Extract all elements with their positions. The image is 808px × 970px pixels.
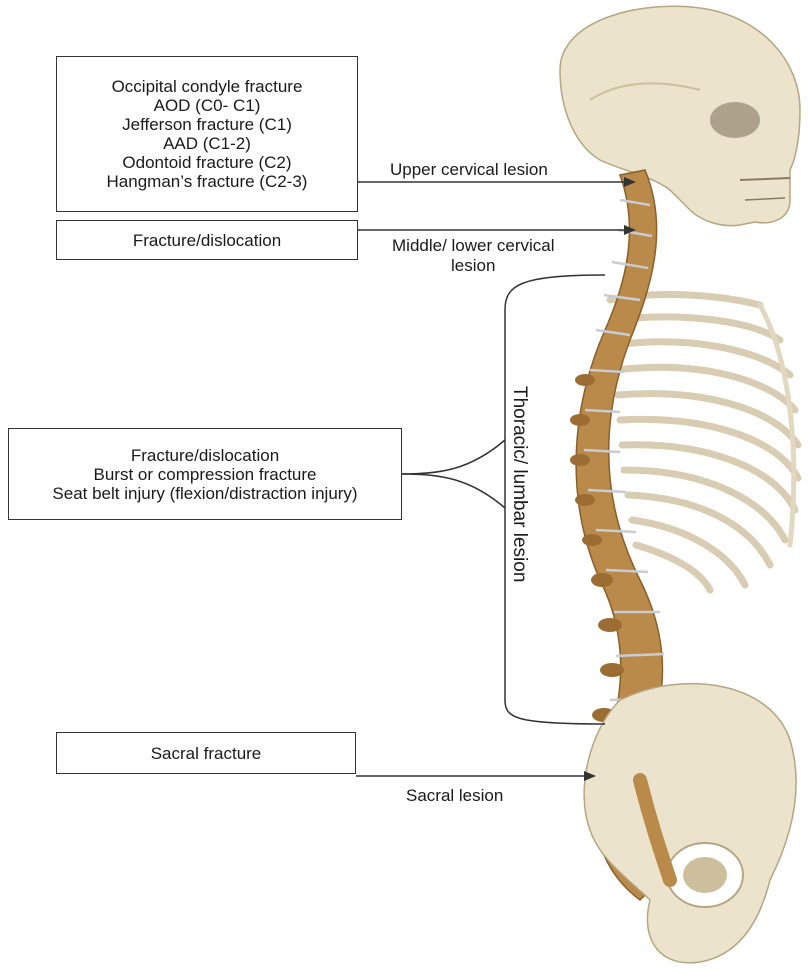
upper-cervical-fracture-box: Occipital condyle fracture AOD (C0- C1) … bbox=[56, 56, 358, 212]
thoracic-lumbar-lesion-label: Thoracic/ lumbar lesion bbox=[508, 386, 530, 582]
skull bbox=[560, 6, 800, 225]
box-line: Occipital condyle fracture bbox=[112, 77, 303, 96]
pelvis bbox=[584, 684, 796, 963]
box-line: Seat belt injury (flexion/distraction in… bbox=[52, 484, 357, 503]
sacral-fracture-box: Sacral fracture bbox=[56, 732, 356, 774]
upper-cervical-lesion-label: Upper cervical lesion bbox=[390, 160, 548, 180]
box-line: Fracture/dislocation bbox=[133, 231, 281, 250]
thoracic-lumbar-fracture-box: Fracture/dislocation Burst or compressio… bbox=[8, 428, 402, 520]
label-line: Middle/ lower cervical bbox=[392, 236, 555, 256]
box-line: AOD (C0- C1) bbox=[154, 96, 261, 115]
box-line: Jefferson fracture (C1) bbox=[122, 115, 292, 134]
box-line: Odontoid fracture (C2) bbox=[122, 153, 291, 172]
middle-cervical-lesion-label: Middle/ lower cervical lesion bbox=[392, 236, 555, 276]
middle-cervical-fracture-box: Fracture/dislocation bbox=[56, 220, 358, 260]
box-line: Burst or compression fracture bbox=[94, 465, 317, 484]
rib-cage bbox=[610, 295, 798, 590]
box-line: Sacral fracture bbox=[151, 744, 262, 763]
box-line: Hangman’s fracture (C2-3) bbox=[107, 172, 308, 191]
sacral-lesion-label: Sacral lesion bbox=[406, 786, 503, 806]
label-line: lesion bbox=[392, 256, 555, 276]
box-line: Fracture/dislocation bbox=[131, 446, 279, 465]
box-line: AAD (C1-2) bbox=[163, 134, 251, 153]
